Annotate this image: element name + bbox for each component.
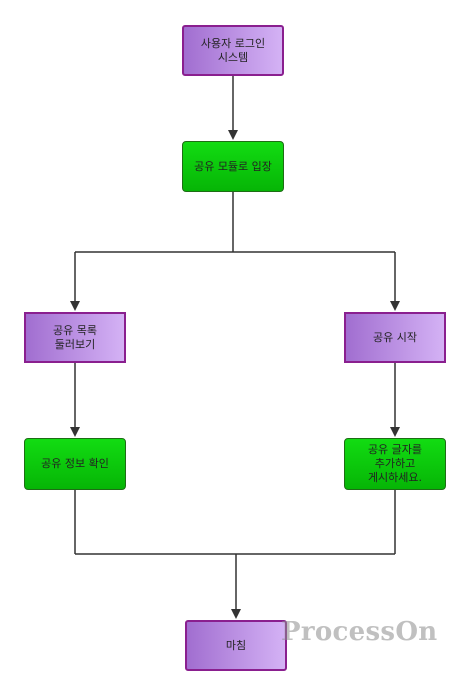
node-login-label: 사용자 로그인 시스템 [200,36,266,64]
node-add-post[interactable]: 공유 글자를 추가하고 게시하세요. [344,438,446,490]
node-enter-module[interactable]: 공유 모듈로 입장 [182,141,284,192]
node-start-share[interactable]: 공유 시작 [344,312,446,363]
node-view-info[interactable]: 공유 정보 확인 [24,438,126,490]
node-login[interactable]: 사용자 로그인 시스템 [182,25,284,76]
node-view-info-label: 공유 정보 확인 [41,457,109,470]
node-end[interactable]: 마침 [185,620,287,671]
node-browse-list[interactable]: 공유 목록 둘러보기 [24,312,126,363]
node-start-share-label: 공유 시작 [373,330,417,344]
node-end-label: 마침 [225,638,247,652]
node-add-post-label: 공유 글자를 추가하고 게시하세요. [367,443,423,484]
node-enter-module-label: 공유 모듈로 입장 [194,159,272,173]
processon-watermark: ProcessOn [281,617,438,647]
node-browse-list-label: 공유 목록 둘러보기 [53,323,97,351]
